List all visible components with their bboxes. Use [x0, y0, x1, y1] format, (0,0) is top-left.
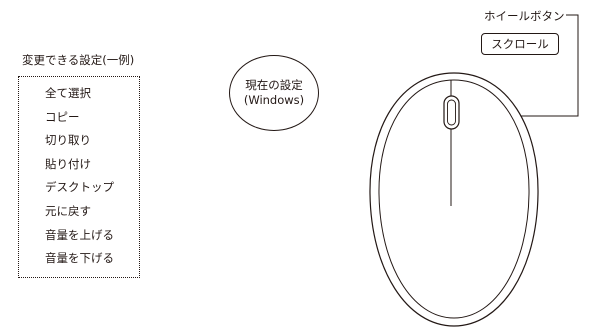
scroll-wheel-icon — [443, 95, 460, 130]
mouse-inner-contour — [378, 79, 530, 319]
current-setting-os: (Windows) — [243, 93, 305, 107]
settings-item-volume-up: 音量を上げる — [45, 227, 114, 242]
settings-item-volume-down: 音量を下げる — [45, 251, 114, 266]
wheel-function-box: スクロール — [481, 33, 559, 55]
scroll-wheel-inner — [447, 99, 456, 126]
settings-item-copy: コピー — [45, 109, 80, 124]
settings-item-cut: 切り取り — [45, 133, 91, 148]
settings-item-undo: 元に戻す — [45, 203, 91, 218]
settings-list-box: 全て選択 コピー 切り取り 貼り付け デスクトップ 元に戻す 音量を上げる 音量… — [18, 76, 140, 278]
wheel-button-label: ホイールボタン — [484, 9, 565, 23]
settings-item-paste: 貼り付け — [45, 156, 91, 171]
settings-list: 全て選択 コピー 切り取り 貼り付け デスクトップ 元に戻す 音量を上げる 音量… — [45, 86, 114, 275]
settings-title: 変更できる設定(一例) — [22, 53, 135, 67]
current-setting-label: 現在の設定 — [245, 78, 303, 92]
settings-item-desktop: デスクトップ — [45, 180, 114, 195]
settings-item-select-all: 全て選択 — [45, 86, 91, 100]
current-setting-circle: 現在の設定 (Windows) — [229, 55, 319, 131]
mouse-outer-body — [369, 72, 539, 327]
